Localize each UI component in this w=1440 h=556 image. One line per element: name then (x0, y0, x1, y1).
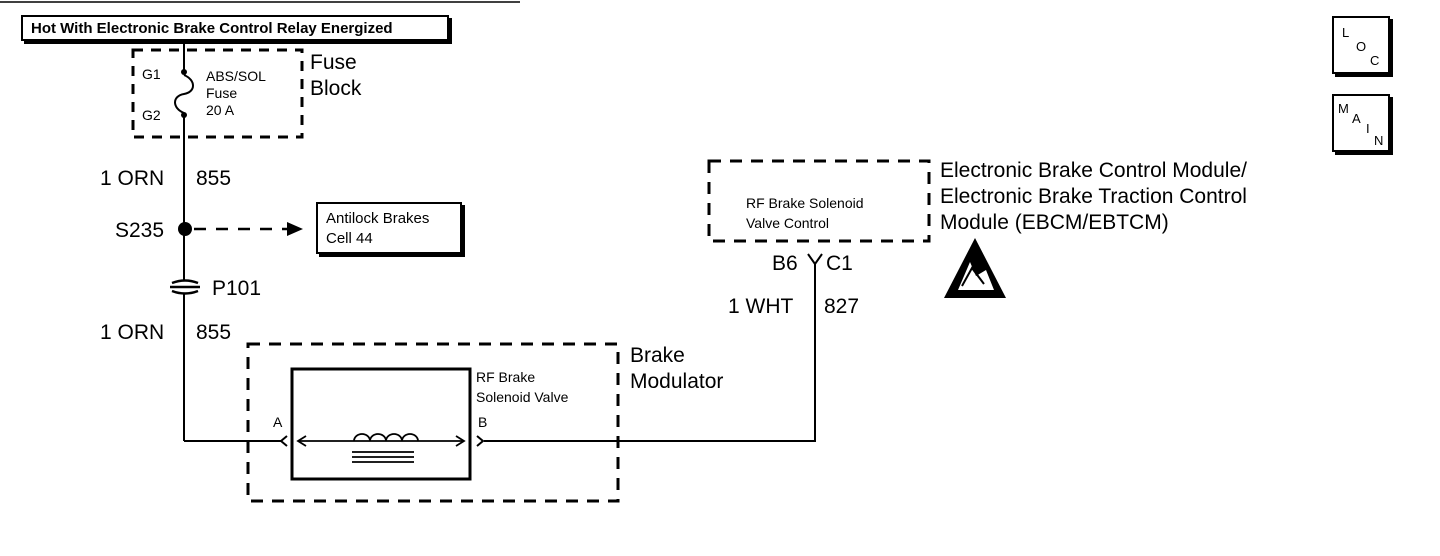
fuse-terminal-g1: G1 (142, 66, 161, 82)
antilock-brakes-reference[interactable]: Antilock Brakes Cell 44 (316, 202, 462, 254)
brake-modulator-box (246, 342, 620, 503)
main-button[interactable]: M A I N (1332, 94, 1390, 152)
brake-modulator-title: Brake Modulator (630, 344, 724, 393)
fuse-label: ABS/SOL Fuse 20 A (206, 68, 266, 118)
lower-wire-number: 855 (196, 321, 232, 344)
fuse-terminal-g2: G2 (142, 107, 161, 123)
ebcm-connector-c1: C1 (826, 252, 853, 275)
module-wire-color: 1 WHT (728, 295, 794, 318)
power-source-label: Hot With Electronic Brake Control Relay … (31, 20, 393, 37)
upper-wire-color: 1 ORN (100, 167, 165, 190)
pin-b-label: B (478, 414, 488, 430)
pin-a-symbol (279, 435, 288, 447)
main-letter-m: M (1338, 101, 1349, 116)
reference-arrow (287, 222, 303, 236)
esd-warning-icon (944, 238, 1006, 298)
fuse-symbol (174, 69, 194, 118)
solenoid-valve-box (290, 367, 472, 481)
fuse-block-box (131, 48, 304, 139)
loc-letter-l: L (1342, 25, 1350, 40)
ebcm-pin-b6: B6 (772, 252, 798, 275)
solenoid-coil-symbol (296, 433, 466, 463)
upper-wire-number: 855 (196, 167, 232, 190)
main-letter-a: A (1352, 111, 1361, 126)
loc-letter-o: O (1356, 39, 1367, 54)
wire-wht-827 (484, 268, 816, 442)
main-letter-i: I (1366, 121, 1370, 136)
pin-b-symbol (476, 435, 485, 447)
splice-label: S235 (115, 219, 165, 242)
fuse-block-title: Fuse Block (310, 51, 362, 100)
loc-letter-c: C (1370, 53, 1380, 68)
pin-a-label: A (273, 414, 283, 430)
splice-s235 (178, 222, 192, 236)
lower-wire-color: 1 ORN (100, 321, 165, 344)
ebcm-solenoid-control-label: RF Brake Solenoid Valve Control (746, 195, 864, 231)
ebcm-title: Electronic Brake Control Module/ Electro… (940, 159, 1247, 234)
power-source-header: Hot With Electronic Brake Control Relay … (21, 15, 449, 41)
connector-p101-label: P101 (212, 277, 262, 300)
module-wire-number: 827 (824, 295, 860, 318)
connector-p101-symbol (170, 279, 200, 295)
ebcm-box (707, 159, 931, 243)
connector-c1-symbol (807, 253, 823, 266)
solenoid-valve-label: RF Brake Solenoid Valve (476, 369, 569, 405)
main-letter-n: N (1374, 133, 1384, 148)
location-button[interactable]: L O C (1332, 16, 1390, 74)
